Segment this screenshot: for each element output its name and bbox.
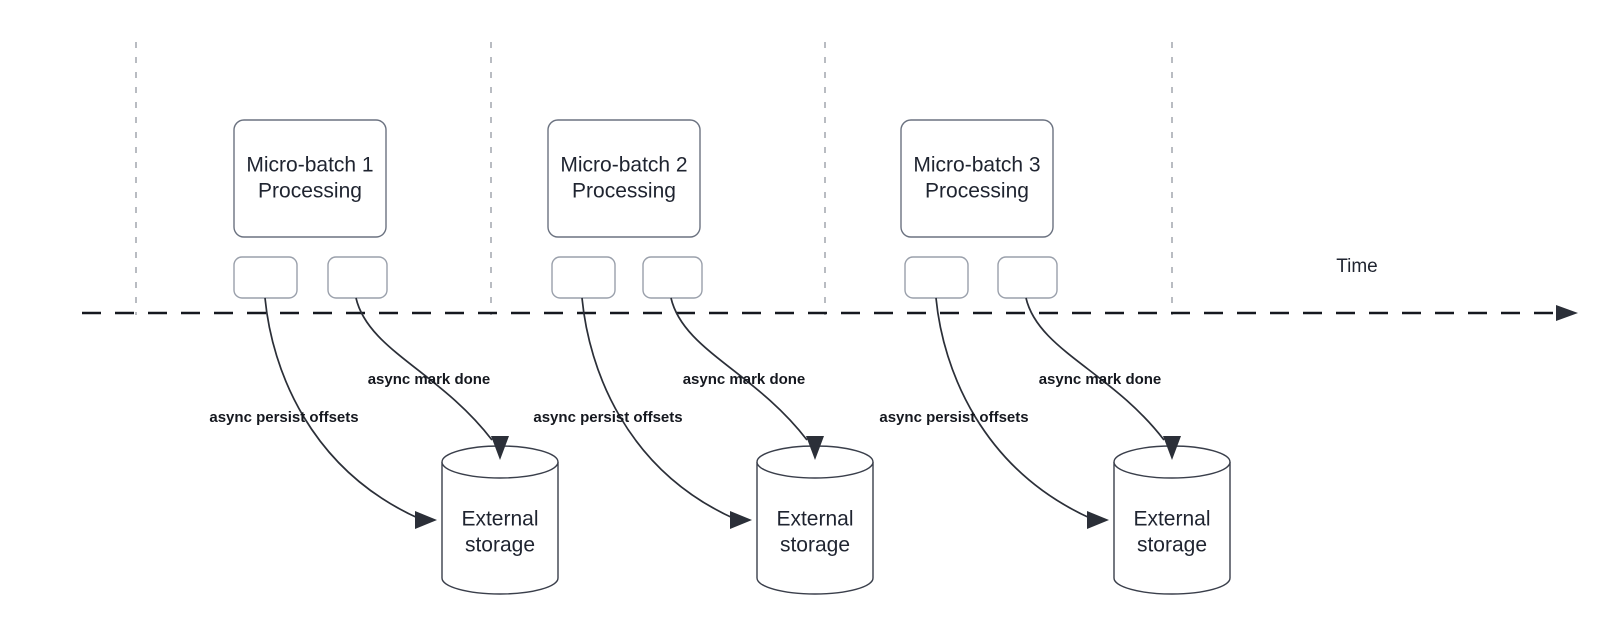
micro-batch-label-line1-2: Micro-batch 2 [560,154,687,177]
edge-mark-done-3-arrowhead [1163,436,1181,460]
micro-batch-label-line1-3: Micro-batch 3 [913,154,1040,177]
mini-box-mark-1[interactable] [327,256,388,299]
micro-batch-box-1[interactable] [233,119,387,238]
mini-box-mark-3[interactable] [997,256,1058,299]
micro-batch-label-line2-2: Processing [572,180,676,203]
edge-persist-offsets-3-curve [935,297,1093,520]
external-storage-label-line2-1: storage [465,534,535,557]
external-storage-cylinder-body-2[interactable] [756,462,874,595]
edge-mark-done-2-arrowhead [806,436,824,460]
edge-mark-done-2-curve [670,297,808,441]
edge-persist-offsets-2-label: async persist offsets [533,409,682,426]
external-storage-label-line1-1: External [461,508,538,531]
time-axis-arrowhead [1556,305,1578,321]
edge-mark-done-1-arrowhead [491,436,509,460]
mini-box-persist-2[interactable] [551,256,616,299]
external-storage-label-line2-3: storage [1137,534,1207,557]
micro-batch-box-2[interactable] [547,119,701,238]
edge-persist-offsets-1-arrowhead [415,511,437,529]
micro-batch-label-line2-3: Processing [925,180,1029,203]
edge-mark-done-1-curve [355,297,493,441]
edge-mark-done-1-label: async mark done [368,371,491,388]
edge-persist-offsets-3-label: async persist offsets [879,409,1028,426]
edge-mark-done-2-label: async mark done [683,371,806,388]
external-storage-label-line1-2: External [776,508,853,531]
mini-box-persist-3[interactable] [904,256,969,299]
external-storage-cylinder-body-1[interactable] [441,462,559,595]
tick-lines-group [135,42,1173,315]
time-axis-group: Time [82,256,1578,321]
micro-batch-label-line2-1: Processing [258,180,362,203]
time-axis-label: Time [1336,256,1378,277]
external-storage-cylinder-body-3[interactable] [1113,462,1231,595]
external-storage-label-line2-2: storage [780,534,850,557]
edge-mark-done-3-label: async mark done [1039,371,1162,388]
edge-persist-offsets-2-arrowhead [730,511,752,529]
mini-box-persist-1[interactable] [233,256,298,299]
external-storage-label-line1-3: External [1133,508,1210,531]
mini-box-mark-2[interactable] [642,256,703,299]
edge-persist-offsets-1-label: async persist offsets [209,409,358,426]
edge-mark-done-3-curve [1025,297,1165,441]
micro-batch-box-3[interactable] [900,119,1054,238]
micro-batch-label-line1-1: Micro-batch 1 [246,154,373,177]
edge-persist-offsets-1-curve [264,297,421,520]
edge-persist-offsets-2-curve [581,297,736,520]
edge-persist-offsets-3-arrowhead [1087,511,1109,529]
